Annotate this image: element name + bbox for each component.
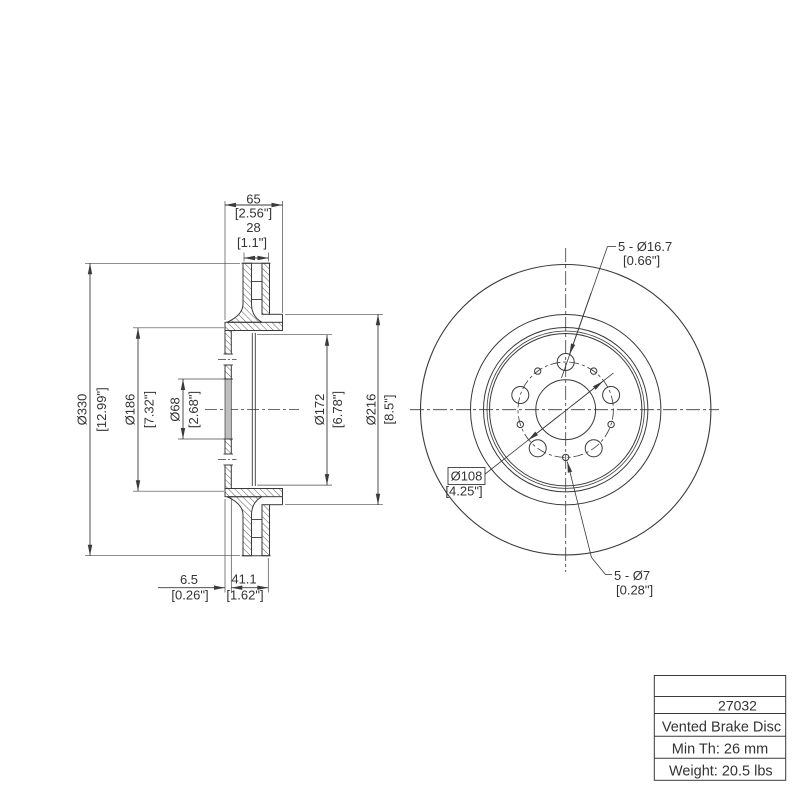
lug-hole <box>602 386 621 404</box>
friction-plate-right-top <box>261 262 270 315</box>
front-view: 5 - Ø16.7 [0.66"] Ø108 [4.25"] 5 - Ø7 [0… <box>410 239 719 598</box>
title-block: 27032 Vented Brake Disc Min Th: 26 mm We… <box>653 675 787 781</box>
title-block-border <box>653 675 787 781</box>
pin-hole <box>590 367 598 375</box>
min-thickness: Min Th: 26 mm <box>672 742 768 758</box>
leader-bolt-circle-arrow2 <box>570 380 604 407</box>
lug-hole <box>511 386 530 404</box>
part-description: Vented Brake Disc <box>662 720 781 736</box>
part-number: 27032 <box>718 698 757 714</box>
hat-wall <box>224 438 232 455</box>
friction-plate-left-top <box>226 262 263 323</box>
friction-inner-circle <box>470 314 662 506</box>
pin-hole <box>607 420 615 429</box>
callout-bolt-circle-mm: Ø108 <box>451 469 483 484</box>
dim-total-width-in: [2.56"] <box>235 206 272 221</box>
section-dimensions: 65 [2.56"] 28 [1.1"] Ø330 [12.99"] Ø186 … <box>75 192 397 603</box>
dim-hat-depth-in: [1.62"] <box>226 588 263 603</box>
dim-hat-inner-dia-in: [6.78"] <box>330 391 345 428</box>
dim-outer-dia-in: [12.99"] <box>94 387 109 431</box>
outer-diameter-circle <box>419 263 712 556</box>
center-bore-section <box>224 378 232 440</box>
callout-lug-holes-in: [0.66"] <box>623 253 660 268</box>
dim-plate-width-in: [1.1"] <box>237 235 267 250</box>
bolt-circle-label-box <box>447 467 486 485</box>
callout-lug-holes-mm: 5 - Ø16.7 <box>618 239 672 254</box>
dim-total-width-mm: 65 <box>246 192 260 207</box>
pin-hole <box>534 367 542 375</box>
leader-lug-holes-arrow <box>569 292 592 355</box>
hat-wall <box>224 464 232 489</box>
hat-rim-circle-3 <box>489 333 643 487</box>
dim-hat-dia-in: [7.32"] <box>142 391 157 428</box>
dim-bore-dia-mm: Ø68 <box>168 397 183 422</box>
friction-plate-right-bottom <box>261 504 270 557</box>
weight: Weight: 20.5 lbs <box>669 764 773 780</box>
dim-plate-width-mm: 28 <box>246 220 260 235</box>
hat-skirt-top <box>224 321 283 331</box>
hat-wall <box>224 330 232 355</box>
callout-bolt-circle-in: [4.25"] <box>445 484 482 499</box>
lug-hole <box>584 439 603 458</box>
dim-outer-dia-mm: Ø330 <box>75 394 90 426</box>
pin-hole <box>562 453 570 462</box>
callout-pin-holes-mm: 5 - Ø7 <box>614 568 650 583</box>
hat-rim-circle-2 <box>486 330 645 489</box>
dim-hat-dia-mm: Ø186 <box>123 394 138 426</box>
hat-skirt-bottom <box>224 488 283 498</box>
friction-plate-left-bottom <box>226 496 263 557</box>
dim-friction-inner-dia-in: [8.5"] <box>382 395 397 425</box>
pin-hole <box>516 420 524 429</box>
dim-friction-inner-dia-mm: Ø216 <box>364 394 379 426</box>
bolt-circle-pcd <box>517 361 614 458</box>
section-view <box>205 262 299 557</box>
center-bore-circle <box>535 379 597 441</box>
dim-hat-inner-dia-mm: Ø172 <box>312 394 327 426</box>
hat-rim-circle <box>483 327 649 493</box>
dim-bore-dia-in: [2.68"] <box>186 391 201 428</box>
dim-hat-wall-in: [0.26"] <box>171 588 208 603</box>
dim-hat-wall-mm: 6.5 <box>180 572 198 587</box>
leader-pin-holes <box>566 461 592 558</box>
callout-pin-holes-in: [0.28"] <box>616 583 653 598</box>
leader-pin-holes-elbow <box>591 557 606 575</box>
dim-hat-depth-mm: 41.1 <box>231 572 256 587</box>
lug-hole <box>556 353 575 371</box>
hat-wall <box>224 364 232 380</box>
leader-bolt-circle-arrow1 <box>527 414 561 441</box>
